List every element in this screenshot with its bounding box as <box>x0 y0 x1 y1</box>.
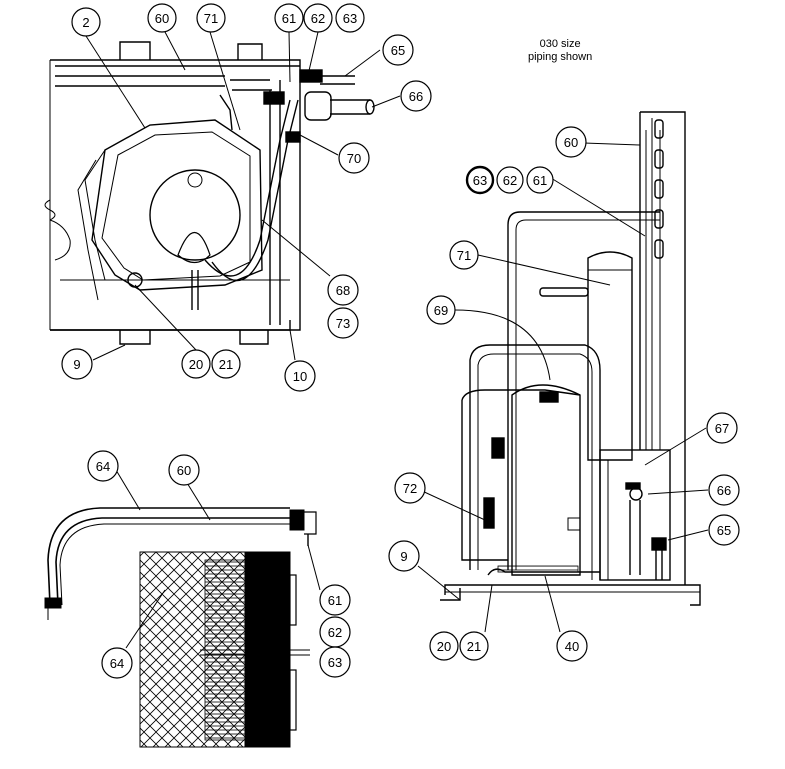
callout-65: 65 <box>382 34 414 66</box>
svg-text:68: 68 <box>336 283 350 298</box>
svg-text:60: 60 <box>564 135 578 150</box>
piping-detail-view <box>44 507 317 748</box>
svg-text:21: 21 <box>219 357 233 372</box>
callout-63: 63 <box>335 3 365 33</box>
callout-62: 62 <box>303 3 333 33</box>
callout-60: 60 <box>555 126 587 158</box>
callout-66: 66 <box>400 80 432 112</box>
callout-70: 70 <box>338 142 370 174</box>
svg-text:64: 64 <box>110 656 124 671</box>
svg-text:21: 21 <box>467 639 481 654</box>
callout-67: 67 <box>706 412 738 444</box>
callout-60: 60 <box>147 3 177 33</box>
svg-text:63: 63 <box>343 11 357 26</box>
svg-text:62: 62 <box>328 625 342 640</box>
svg-text:61: 61 <box>282 11 296 26</box>
svg-text:64: 64 <box>96 459 110 474</box>
size-note-line2: piping shown <box>528 51 593 63</box>
svg-text:63: 63 <box>473 173 487 188</box>
svg-text:72: 72 <box>403 481 417 496</box>
callout-60: 60 <box>168 454 200 486</box>
callout-64: 64 <box>101 647 133 679</box>
callout-63: 63 <box>319 646 351 678</box>
svg-text:61: 61 <box>328 593 342 608</box>
svg-text:20: 20 <box>437 639 451 654</box>
svg-text:20: 20 <box>189 357 203 372</box>
leader-lines <box>85 31 709 649</box>
callout-61: 61 <box>274 3 304 33</box>
svg-text:40: 40 <box>565 639 579 654</box>
callout-62: 62 <box>319 616 351 648</box>
callout-64: 64 <box>87 450 119 482</box>
callout-61: 61 <box>319 584 351 616</box>
callout-61: 61 <box>526 166 554 194</box>
svg-text:66: 66 <box>409 89 423 104</box>
svg-text:60: 60 <box>177 463 191 478</box>
size-note: 030 size piping shown <box>528 38 592 64</box>
svg-text:62: 62 <box>503 173 517 188</box>
svg-text:60: 60 <box>155 11 169 26</box>
callout-68: 68 <box>327 274 359 306</box>
top-view <box>44 41 375 345</box>
callout-20: 20 <box>181 349 211 379</box>
callout-71: 71 <box>449 240 479 270</box>
callout-2: 2 <box>71 7 101 37</box>
svg-text:71: 71 <box>457 248 471 263</box>
svg-text:62: 62 <box>311 11 325 26</box>
svg-text:61: 61 <box>533 173 547 188</box>
svg-text:69: 69 <box>434 303 448 318</box>
callout-71: 71 <box>196 3 226 33</box>
svg-text:9: 9 <box>400 549 407 564</box>
svg-text:63: 63 <box>328 655 342 670</box>
svg-text:10: 10 <box>293 369 307 384</box>
callout-72: 72 <box>394 472 426 504</box>
callout-63: 63 <box>465 165 495 195</box>
callout-9: 9 <box>61 348 93 380</box>
callout-20: 20 <box>429 631 459 661</box>
svg-text:70: 70 <box>347 151 361 166</box>
svg-text:2: 2 <box>82 15 89 30</box>
svg-text:66: 66 <box>717 483 731 498</box>
callout-9: 9 <box>388 540 420 572</box>
callout-66: 66 <box>708 474 740 506</box>
svg-text:65: 65 <box>391 43 405 58</box>
callout-21: 21 <box>459 631 489 661</box>
callouts: 2 60 71 61 62 63 65 66 70 68 73 9 20 21 … <box>61 3 740 679</box>
callout-69: 69 <box>426 295 456 325</box>
svg-text:67: 67 <box>715 421 729 436</box>
callout-21: 21 <box>211 349 241 379</box>
svg-text:9: 9 <box>73 357 80 372</box>
callout-65: 65 <box>708 514 740 546</box>
svg-text:73: 73 <box>336 316 350 331</box>
callout-40: 40 <box>556 630 588 662</box>
size-note-line1: 030 size <box>539 38 581 50</box>
callout-73: 73 <box>327 307 359 339</box>
callout-10: 10 <box>284 360 316 392</box>
svg-text:65: 65 <box>717 523 731 538</box>
svg-text:71: 71 <box>204 11 218 26</box>
callout-62: 62 <box>496 166 524 194</box>
